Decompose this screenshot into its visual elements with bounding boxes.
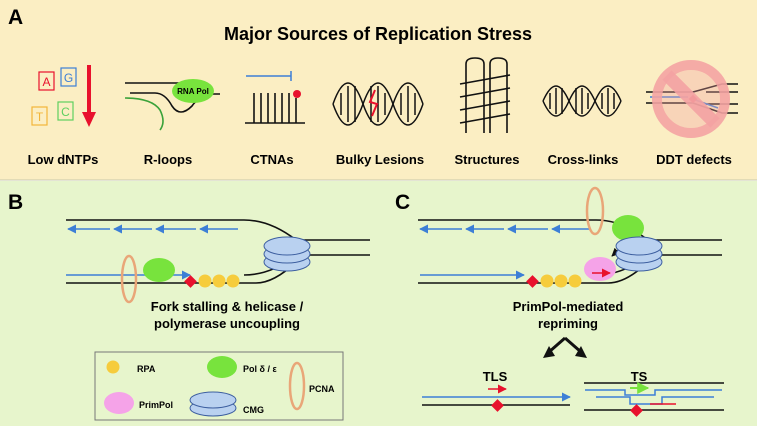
source-label-ddt-defects: DDT defects <box>656 152 732 167</box>
panel-a-title: Major Sources of Replication Stress <box>224 24 532 44</box>
legend-pol-swatch <box>207 356 237 378</box>
legend-pcna-label: PCNA <box>309 384 335 394</box>
rpa-b-3 <box>226 274 240 288</box>
legend: RPA Pol δ / ε PCNA PrimPol CMG <box>94 351 344 421</box>
legend-pcna-swatch <box>288 361 306 411</box>
source-label-low-dntps: Low dNTPs <box>28 152 99 167</box>
legend-rpa-swatch <box>106 360 120 374</box>
panel-a-letter: A <box>8 6 23 29</box>
tls-diagram <box>422 384 571 412</box>
nucleotide-g: G <box>64 71 73 85</box>
panel-c-letter: C <box>395 191 410 214</box>
rna-pol-shape <box>172 79 214 103</box>
panel-c-caption-line1: PrimPol-mediated <box>513 299 624 314</box>
ddt-defects-icon <box>646 60 738 138</box>
source-label-r-loops: R-loops <box>144 152 192 167</box>
bulky-lesion-icon <box>332 82 424 126</box>
ts-label: TS <box>631 369 648 384</box>
structures-icon <box>459 57 511 133</box>
panel-b-caption-line1: Fork stalling & helicase / <box>151 299 304 314</box>
rpa-c-1 <box>540 274 554 288</box>
nucleotide-c: C <box>61 105 70 119</box>
rpa-b-2 <box>212 274 226 288</box>
tls-lesion <box>491 399 504 412</box>
pcna-ring-b <box>120 254 138 304</box>
source-label-cross-links: Cross-links <box>548 152 619 167</box>
panel-c-caption-line2: repriming <box>538 316 598 331</box>
ctnas-icon <box>245 71 305 124</box>
legend-primpol-swatch <box>104 392 134 414</box>
nucleotide-a: A <box>42 75 50 89</box>
pol-c <box>612 215 644 241</box>
cmg-b <box>263 236 311 272</box>
legend-rpa-label: RPA <box>137 364 156 374</box>
rpa-c-3 <box>568 274 582 288</box>
pcna-ring-c <box>585 186 605 236</box>
prohibition-sign <box>652 60 730 138</box>
panel-c-fork <box>418 186 722 288</box>
nucleotide-t: T <box>36 110 44 124</box>
primpol-c <box>584 257 616 281</box>
source-label-bulky-lesions: Bulky Lesions <box>336 152 424 167</box>
panel-b-letter: B <box>8 191 23 214</box>
rpa-c-2 <box>554 274 568 288</box>
tls-label: TLS <box>483 369 508 384</box>
panel-b-caption-line2: polymerase uncoupling <box>154 316 300 331</box>
branch-arrows <box>543 336 587 358</box>
legend-pol-label: Pol δ / ε <box>243 364 277 374</box>
ctna-lesion <box>293 90 301 98</box>
legend-primpol-label: PrimPol <box>139 400 173 410</box>
lesion-b <box>184 275 197 288</box>
pol-b <box>143 258 175 282</box>
legend-cmg-swatch <box>189 391 237 417</box>
source-label-ctnas: CTNAs <box>250 152 293 167</box>
cmg-c <box>615 236 663 272</box>
r-loop-icon <box>124 79 220 131</box>
rpa-b-1 <box>198 274 212 288</box>
low-dntps-icon: A G T C <box>31 65 96 127</box>
cross-link-icon <box>542 85 622 117</box>
ts-diagram <box>584 382 724 417</box>
legend-cmg-label: CMG <box>243 405 264 415</box>
panel-b-fork <box>66 219 370 304</box>
rna-pol-label: RNA Pol <box>177 87 209 96</box>
source-label-structures: Structures <box>454 152 519 167</box>
